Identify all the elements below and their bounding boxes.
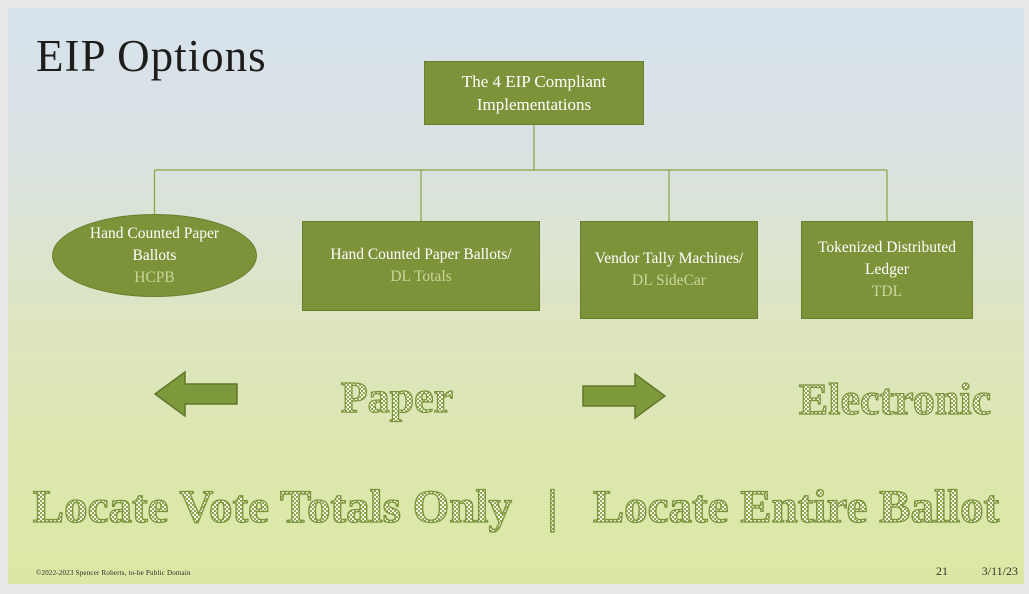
node-label: Vendor Tally Machines/ xyxy=(594,250,744,267)
node-label: Tokenized Distributed Ledger xyxy=(818,239,956,278)
tree-node-tdl: Tokenized Distributed Ledger TDL xyxy=(801,221,973,319)
node-label: Hand Counted Paper Ballots xyxy=(89,224,220,264)
locate-line-label: Locate Vote Totals Only | Locate Entire … xyxy=(33,481,1000,533)
electronic-label: Electronic xyxy=(799,375,991,424)
node-label: Hand Counted Paper Ballots/ xyxy=(330,246,512,263)
tree-node-hcpb: Hand Counted Paper Ballots HCPB xyxy=(52,214,257,297)
tree-node-hcpb-dl-totals: Hand Counted Paper Ballots/ DL Totals xyxy=(302,221,540,311)
tree-root-node: The 4 EIP Compliant Implementations xyxy=(424,61,644,125)
page-number: 21 xyxy=(936,564,948,578)
tree-node-vendor-tally: Vendor Tally Machines/ DL SideCar xyxy=(580,221,758,319)
right-arrow-icon xyxy=(582,372,667,420)
node-sublabel: DL SideCar xyxy=(632,272,706,289)
node-sublabel: DL Totals xyxy=(390,268,452,285)
paper-wordart: Paper xyxy=(340,372,454,422)
electronic-wordart: Electronic xyxy=(798,374,991,424)
slide-canvas: EIP Options The 4 EIP Compliant Implemen… xyxy=(8,8,1024,584)
tree-root-label: The 4 EIP Compliant Implementations xyxy=(461,72,607,114)
bottom-wordart: Locate Vote Totals Only | Locate Entire … xyxy=(32,480,1000,533)
paper-label: Paper xyxy=(341,373,453,422)
copyright-text: ©2022-2023 Spencer Roberts, to-be Public… xyxy=(36,569,191,577)
slide-date: 3/11/23 xyxy=(981,564,1018,578)
node-sublabel: HCPB xyxy=(134,268,175,286)
left-arrow-icon xyxy=(153,370,238,418)
page-title: EIP Options xyxy=(36,31,267,81)
node-sublabel: TDL xyxy=(871,283,903,300)
